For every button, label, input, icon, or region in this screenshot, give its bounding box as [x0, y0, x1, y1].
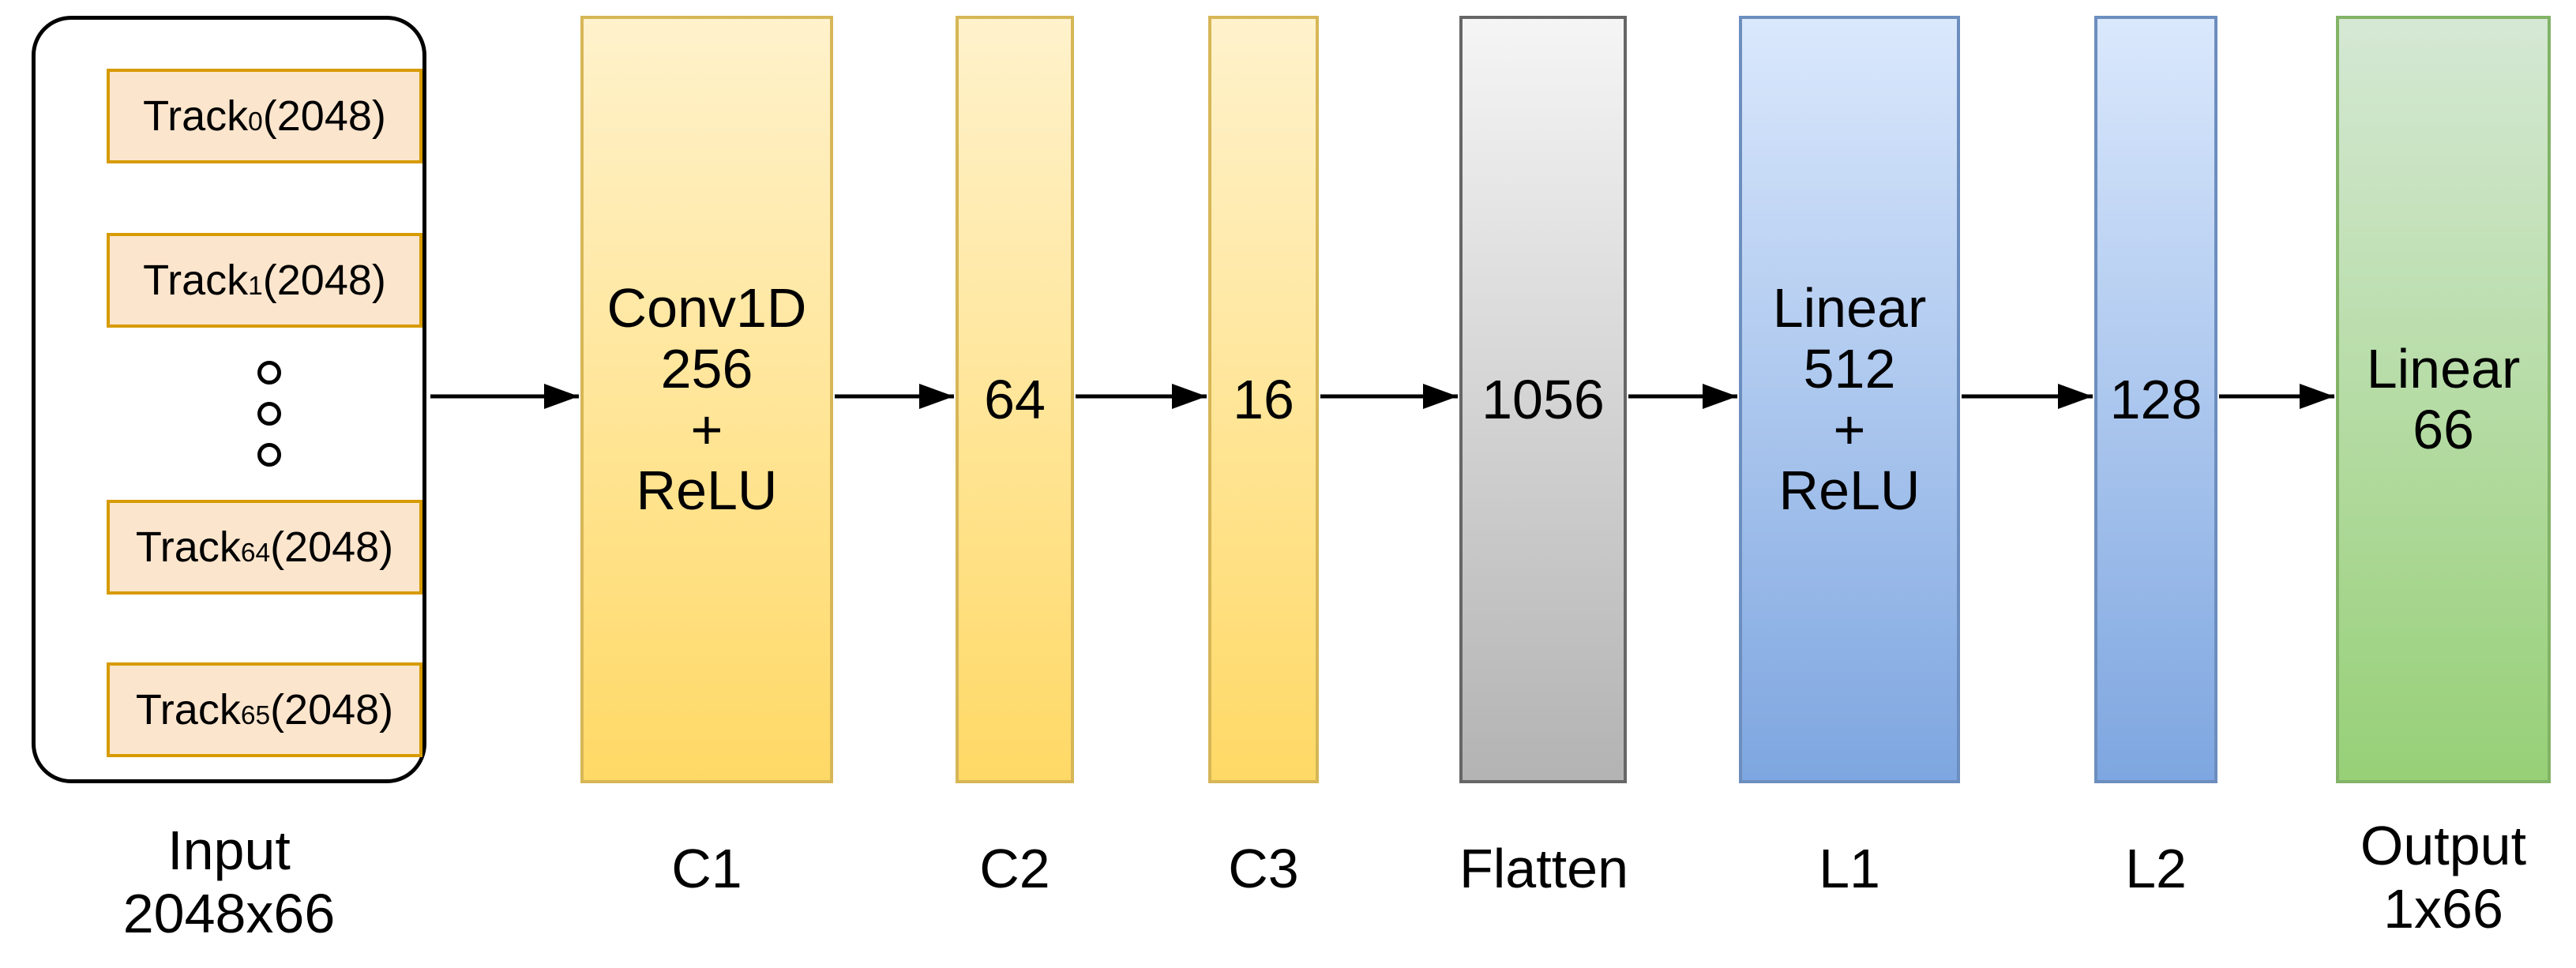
label-l2: L2	[2125, 838, 2187, 899]
layer-text-line: 256	[660, 338, 753, 400]
layer-text-line: Linear	[2366, 338, 2521, 400]
layer-text-line: 1056	[1481, 368, 1605, 430]
label-c2: C2	[979, 838, 1050, 899]
label-l1: L1	[1819, 838, 1880, 899]
label-flatten: Flatten	[1459, 838, 1628, 899]
track-label: Track	[143, 92, 249, 140]
layer-text-line: Conv1D	[606, 277, 807, 339]
label-input-line2: 2048x66	[122, 883, 336, 944]
track-subscript: 64	[240, 538, 271, 568]
layer-text-line: 64	[984, 368, 1046, 430]
label-input: Input 2048x66	[32, 819, 426, 945]
track-label: Track	[135, 523, 241, 571]
layer-text-line: ReLU	[636, 460, 778, 521]
layer-box-c1: Conv1D 256 + ReLU	[580, 16, 833, 783]
track-label: Track	[143, 257, 249, 304]
layer-box-l2: 128	[2094, 16, 2217, 783]
layer-text-line: +	[690, 399, 723, 460]
track-size: (2048)	[270, 686, 394, 734]
track-size: (2048)	[262, 92, 386, 140]
label-input-line1: Input	[167, 820, 291, 881]
label-output: Output 1x66	[2336, 814, 2551, 940]
layer-text-line: 128	[2109, 368, 2202, 430]
track-subscript: 0	[248, 107, 263, 137]
layer-text-line: 66	[2413, 399, 2474, 460]
label-c1: C1	[671, 838, 742, 899]
track-size: (2048)	[262, 257, 386, 304]
layer-box-flatten: 1056	[1459, 16, 1627, 783]
track-subscript: 65	[240, 701, 271, 731]
layer-text-line: 512	[1803, 338, 1896, 400]
layer-text-line: Linear	[1772, 277, 1927, 339]
layer-box-l1: Linear 512 + ReLU	[1739, 16, 1960, 783]
label-c3: C3	[1228, 838, 1299, 899]
ellipsis-dot	[257, 443, 281, 467]
ellipsis-dot	[257, 402, 281, 426]
track-size: (2048)	[270, 523, 394, 571]
label-output-line1: Output	[2360, 815, 2527, 876]
layer-box-c3: 16	[1208, 16, 1319, 783]
label-output-line2: 1x66	[2383, 878, 2503, 940]
track-label: Track	[135, 686, 241, 734]
layer-box-output: Linear 66	[2336, 16, 2551, 783]
track-subscript: 1	[248, 272, 263, 302]
layer-text-line: ReLU	[1778, 460, 1921, 521]
layer-text-line: +	[1833, 399, 1866, 460]
layer-text-line: 16	[1233, 368, 1294, 430]
ellipsis-dot	[257, 361, 281, 385]
layer-box-c2: 64	[956, 16, 1074, 783]
